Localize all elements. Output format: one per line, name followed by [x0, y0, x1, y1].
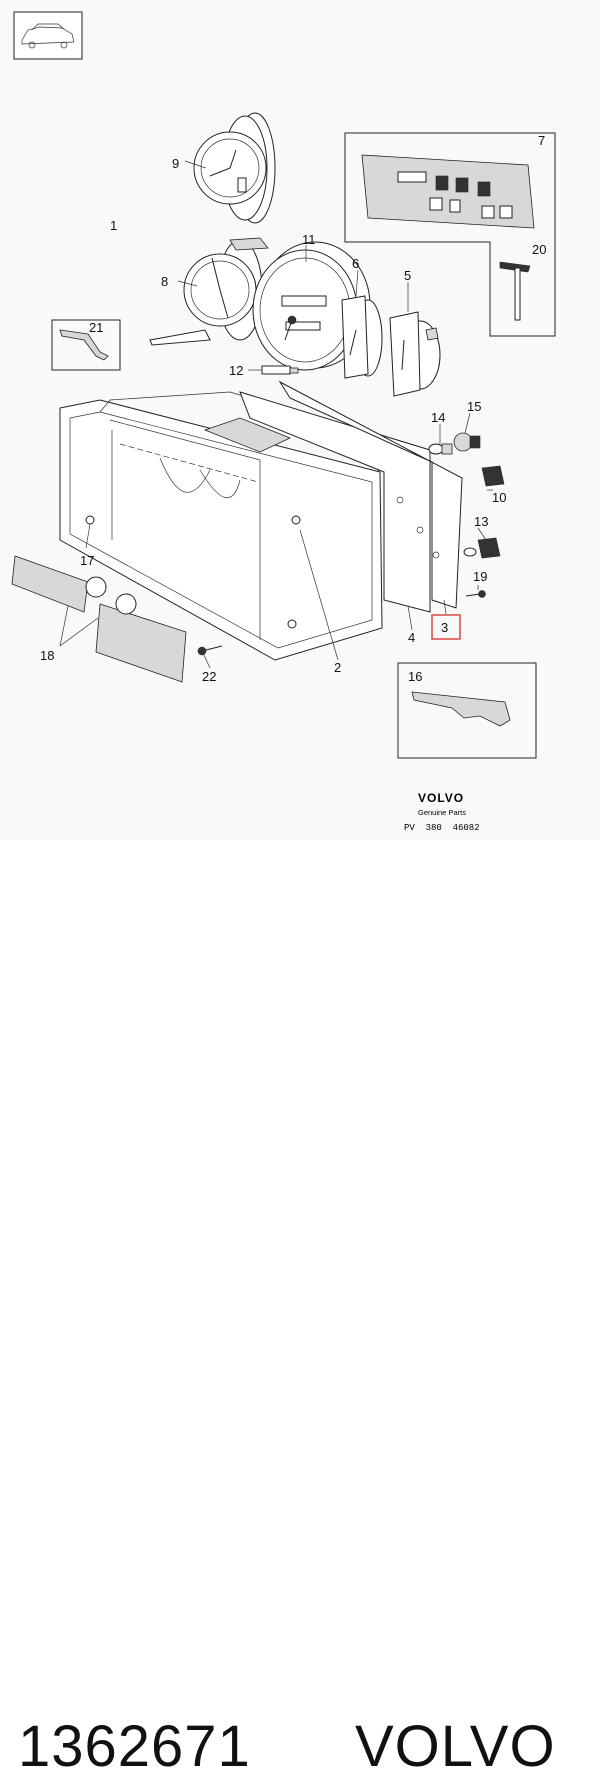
callout-11[interactable]: 11 [302, 232, 316, 247]
gauge-tachometer [149, 237, 269, 346]
callout-5[interactable]: 5 [404, 268, 411, 283]
gauge-clock [193, 112, 276, 224]
callout-10[interactable]: 10 [492, 490, 506, 505]
part-number: 1362671 [18, 1714, 251, 1779]
bracket-box-lower [397, 662, 537, 759]
part-pin [499, 261, 531, 321]
callout-22[interactable]: 22 [202, 669, 216, 684]
callout-1[interactable]: 1 [110, 218, 117, 233]
circuit-board-box [344, 132, 556, 337]
stamp-subtitle: Genuine Parts [418, 808, 466, 817]
callout-18[interactable]: 18 [40, 648, 54, 663]
callout-3-highlight-box [431, 614, 461, 640]
callout-3[interactable]: 3 [441, 620, 448, 635]
part-bulb [428, 443, 453, 455]
stamp-brand: VOLVO [418, 791, 464, 805]
callout-21[interactable]: 21 [89, 320, 103, 335]
gauge-fuel [341, 295, 383, 379]
part-screw [465, 590, 486, 598]
callout-13[interactable]: 13 [474, 514, 488, 529]
callout-19[interactable]: 19 [473, 569, 487, 584]
callout-17[interactable]: 17 [80, 553, 94, 568]
brand-name: VOLVO [355, 1714, 556, 1779]
stamp-code: PV 380 46082 [404, 823, 480, 833]
volvo-genuine-parts-stamp: VOLVO Genuine Parts PV 380 46082 [404, 791, 480, 833]
gauge-temperature [389, 311, 441, 397]
part-screw-bottom [197, 645, 223, 656]
part-bulb-holder [463, 537, 501, 559]
callout-16[interactable]: 16 [408, 669, 422, 684]
callout-12[interactable]: 12 [229, 363, 243, 378]
parts-diagram: 9 1 11 6 5 8 21 12 7 20 14 15 10 13 19 1… [0, 0, 600, 840]
callout-6[interactable]: 6 [352, 256, 359, 271]
gauge-speedometer [252, 241, 371, 371]
callout-4[interactable]: 4 [408, 630, 415, 645]
car-thumbnail-icon[interactable] [13, 11, 83, 60]
bracket-box [51, 319, 121, 371]
callout-7[interactable]: 7 [538, 133, 545, 148]
footer: 1362671 VOLVO [0, 840, 600, 1776]
part-connector [481, 465, 505, 487]
part-bulb-socket [453, 432, 481, 452]
callout-15[interactable]: 15 [467, 399, 481, 414]
callout-2[interactable]: 2 [334, 660, 341, 675]
leader-lines [59, 160, 493, 669]
filter-strips [11, 555, 187, 683]
callout-9[interactable]: 9 [172, 156, 179, 171]
callout-8[interactable]: 8 [161, 274, 168, 289]
callout-20[interactable]: 20 [532, 242, 546, 257]
instrument-housing [59, 391, 383, 661]
callout-14[interactable]: 14 [431, 410, 445, 425]
